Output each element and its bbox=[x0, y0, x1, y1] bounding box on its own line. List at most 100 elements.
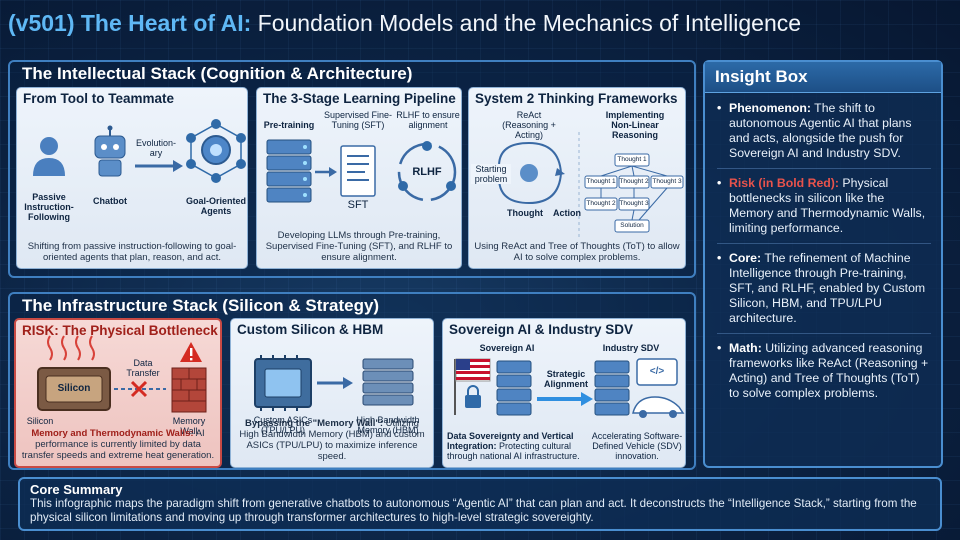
label-sovereign: Sovereign AI bbox=[479, 343, 535, 353]
insight-label: Core: bbox=[729, 251, 762, 265]
learning-pipeline-graphic bbox=[266, 139, 457, 203]
system2-graphic bbox=[495, 132, 684, 238]
heat-waves-icon bbox=[47, 335, 95, 361]
label-react: ReAct (Reasoning + Acting) bbox=[502, 110, 556, 140]
caption-right: Accelerating Software-Defined Vehicle (S… bbox=[591, 431, 683, 461]
server-stack-icon bbox=[496, 360, 532, 416]
chip-icon bbox=[37, 367, 111, 411]
tot-node-thought-3b: Thought 3 bbox=[619, 200, 649, 207]
tot-node-thought-1b: Thought 1 bbox=[586, 178, 616, 185]
car-icon bbox=[632, 396, 685, 418]
insight-divider bbox=[717, 168, 931, 169]
label-alignment: Strategic Alignment bbox=[544, 369, 588, 389]
tree-of-thoughts-icon bbox=[584, 153, 684, 233]
robot-icon bbox=[94, 125, 126, 177]
tot-node-thought-1: Thought 1 bbox=[617, 156, 647, 163]
label-silicon: Silicon bbox=[26, 416, 54, 426]
panel-tool-to-teammate: From Tool to Teammate bbox=[16, 87, 248, 269]
label-data-transfer: Data Transfer bbox=[126, 358, 160, 378]
insight-item-phenomenon: Phenomenon: The shift to autonomous Agen… bbox=[717, 101, 931, 161]
insight-box: Insight Box Phenomenon: The shift to aut… bbox=[703, 60, 943, 468]
bottleneck-graphic bbox=[37, 335, 207, 413]
insight-text: Utilizing advanced reasoning frameworks … bbox=[729, 341, 929, 400]
panel-physical-bottleneck: RISK: The Physical Bottleneck bbox=[14, 318, 222, 468]
tot-node-thought-2: Thought 2 bbox=[619, 178, 649, 185]
label-agents: Goal-Oriented Agents bbox=[185, 196, 246, 216]
insight-text: Physical bottlenecks in silicon like the… bbox=[729, 176, 926, 235]
label-action: Action bbox=[553, 208, 581, 218]
tool-to-teammate-graphic bbox=[33, 119, 246, 183]
label-hbm: High Bandwidth Memory (HBM) bbox=[356, 415, 420, 435]
core-summary: Core Summary This infographic maps the p… bbox=[18, 477, 942, 531]
summary-title: Core Summary bbox=[30, 482, 123, 497]
panel-title: System 2 Thinking Frameworks bbox=[475, 91, 678, 106]
document-icon bbox=[340, 145, 376, 197]
infrastructure-stack-heading: The Infrastructure Stack (Silicon & Stra… bbox=[22, 296, 380, 315]
sovereign-graphic bbox=[454, 358, 685, 418]
panel-title: RISK: The Physical Bottleneck bbox=[22, 323, 218, 338]
warning-icon bbox=[180, 342, 202, 362]
tot-node-solution: Solution bbox=[620, 222, 644, 229]
insight-label: Risk (in Bold Red): bbox=[729, 176, 839, 190]
arrow-right-icon bbox=[135, 160, 183, 172]
panel-custom-silicon: Custom Silicon & HBM Custom ASICs (TPU/L… bbox=[230, 318, 434, 468]
label-nonlinear: Implementing Non-Linear Reasoning bbox=[605, 110, 665, 140]
tot-node-thought-3: Thought 3 bbox=[652, 178, 682, 185]
label-evolution: Evolution-ary bbox=[135, 138, 177, 158]
caption-bold: Memory and Thermodynamic Walls: bbox=[31, 428, 194, 439]
alignment-arrow-icon bbox=[537, 392, 593, 406]
arrow-right-icon bbox=[317, 377, 353, 389]
arrow-right-icon bbox=[315, 167, 337, 177]
label-industry: Industry SDV bbox=[602, 343, 660, 353]
insight-item-risk: Risk (in Bold Red): Physical bottlenecks… bbox=[717, 176, 931, 236]
flag-icon bbox=[454, 358, 491, 415]
caption-rest: AI performance is currently limited by d… bbox=[21, 428, 215, 461]
panel-caption: Shifting from passive instruction-follow… bbox=[27, 241, 237, 263]
x-mark-icon bbox=[114, 380, 166, 398]
agent-network-icon bbox=[186, 119, 246, 183]
panel-learning-pipeline: The 3-Stage Learning Pipeline bbox=[256, 87, 462, 269]
lock-icon bbox=[465, 385, 481, 408]
panel-system2-thinking: System 2 Thinking Frameworks bbox=[468, 87, 686, 269]
tot-node-thought-2b: Thought 2 bbox=[586, 200, 616, 207]
insight-list: Phenomenon: The shift to autonomous Agen… bbox=[705, 93, 941, 401]
code-window-icon bbox=[636, 358, 678, 386]
insight-item-core: Core: The refinement of Machine Intellig… bbox=[717, 251, 931, 326]
title-prefix: (v501) The Heart of AI: bbox=[8, 10, 252, 36]
label-sft-top: Supervised Fine-Tuning (SFT) bbox=[323, 110, 393, 130]
panel-title: Custom Silicon & HBM bbox=[237, 322, 384, 337]
insight-label: Math: bbox=[729, 341, 762, 355]
label-starting-problem: Starting problem bbox=[471, 164, 511, 184]
insight-divider bbox=[717, 243, 931, 244]
panel-title: The 3-Stage Learning Pipeline bbox=[263, 91, 456, 106]
caption-rest: Utilizing High Bandwidth Memory (HBM) an… bbox=[239, 418, 425, 462]
asic-chip-icon bbox=[254, 355, 312, 411]
insight-divider bbox=[717, 333, 931, 334]
panel-caption: Bypassing the "Memory Wall": Utilizing H… bbox=[235, 418, 429, 462]
label-sft: SFT bbox=[347, 199, 369, 211]
panel-caption: Using ReAct and Tree of Thoughts (ToT) t… bbox=[474, 241, 680, 263]
label-passive: Passive Instruction-Following bbox=[24, 192, 74, 222]
insight-label: Phenomenon: bbox=[729, 101, 811, 115]
panel-caption: Memory and Thermodynamic Walls: AI perfo… bbox=[20, 428, 216, 461]
panel-sovereign-ai: Sovereign AI & Industry SDV bbox=[442, 318, 686, 468]
label-pretraining: Pre-training bbox=[263, 120, 315, 130]
label-rlhf: RLHF bbox=[412, 166, 442, 178]
hbm-stack-icon bbox=[362, 358, 414, 406]
label-silicon-chip: Silicon bbox=[57, 383, 91, 394]
page-title: (v501) The Heart of AI: Foundation Model… bbox=[8, 6, 952, 40]
panel-caption: Developing LLMs through Pre-training, Su… bbox=[265, 230, 453, 263]
intellectual-stack-heading: The Intellectual Stack (Cognition & Arch… bbox=[22, 64, 413, 83]
person-icon bbox=[33, 137, 65, 176]
server-stack-icon bbox=[594, 360, 630, 416]
brick-wall-icon bbox=[171, 367, 207, 413]
label-rlhf-top: RLHF to ensure alignment bbox=[396, 110, 460, 130]
panel-title: From Tool to Teammate bbox=[23, 91, 175, 106]
feedback-loop-icon bbox=[397, 141, 457, 202]
insight-text: The shift to autonomous Agentic AI that … bbox=[729, 101, 912, 160]
label-thought: Thought bbox=[507, 208, 543, 218]
custom-silicon-graphic bbox=[254, 355, 414, 411]
panel-title: Sovereign AI & Industry SDV bbox=[449, 322, 634, 337]
caption-left-bold: Data Sovereignty and Vertical Integratio… bbox=[447, 431, 574, 451]
label-memory-wall: Memory Wall bbox=[172, 416, 206, 436]
